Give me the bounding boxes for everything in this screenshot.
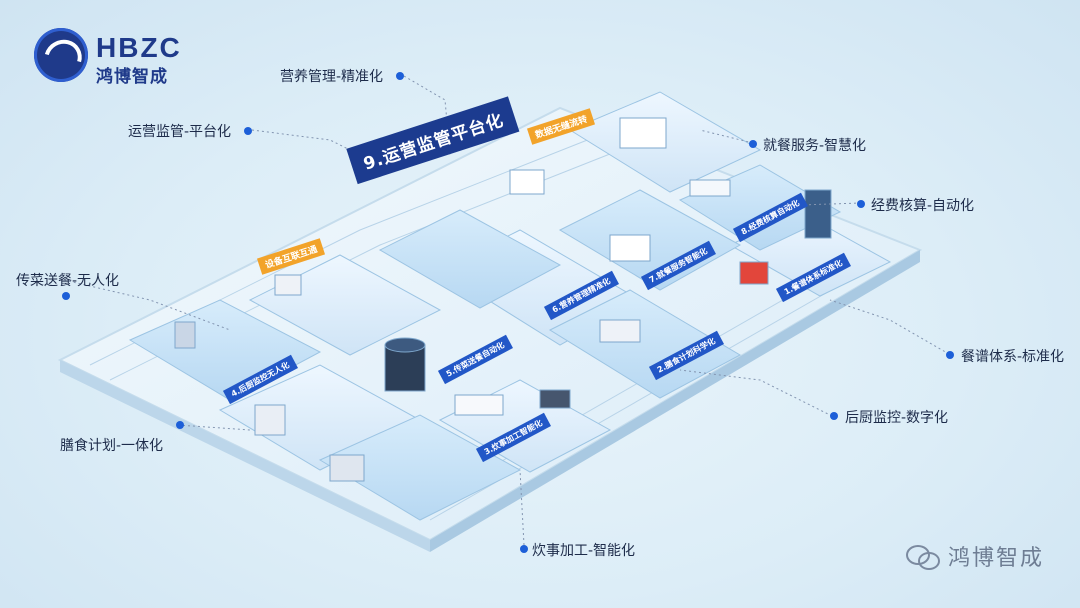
label-operations: 运营监管-平台化 <box>128 124 232 140</box>
dot-kitchen <box>830 412 838 420</box>
dot-recipe <box>946 351 954 359</box>
dot-operations <box>244 127 252 135</box>
label-delivery: 传菜送餐-无人化 <box>16 273 120 289</box>
dot-meal-plan <box>176 421 184 429</box>
tile-delivery <box>378 209 562 309</box>
wechat-icon <box>905 543 940 570</box>
base-slab-edge-right <box>430 250 920 552</box>
dot-expense <box>857 200 865 208</box>
leader-lines <box>63 75 950 546</box>
label-kitchen: 后厨监控-数字化 <box>845 410 949 426</box>
dot-nutrition <box>396 72 404 80</box>
dot-delivery <box>62 292 70 300</box>
equipment <box>174 117 832 482</box>
dot-cooking <box>520 545 528 553</box>
base-slab-edge <box>60 360 430 552</box>
label-meal-plan: 膳食计划-一体化 <box>60 438 164 454</box>
label-recipe: 餐谱体系-标准化 <box>961 349 1065 365</box>
wechat-watermark: 鸿博智成 <box>905 540 1044 572</box>
company-logo: HBZC 鸿博智成 <box>34 28 194 88</box>
label-expense: 经费核算-自动化 <box>871 198 975 214</box>
dot-dining <box>749 140 757 148</box>
tile-plan <box>548 289 742 399</box>
label-dining: 就餐服务-智慧化 <box>763 138 867 154</box>
logo-text-cn: 鸿博智成 <box>96 67 168 87</box>
label-nutrition: 营养管理-精准化 <box>280 69 384 85</box>
logo-text-en: HBZC <box>96 32 182 63</box>
label-cooking: 炊事加工-智能化 <box>532 543 636 559</box>
logo-icon <box>34 28 88 82</box>
watermark-text: 鸿博智成 <box>947 546 1044 571</box>
